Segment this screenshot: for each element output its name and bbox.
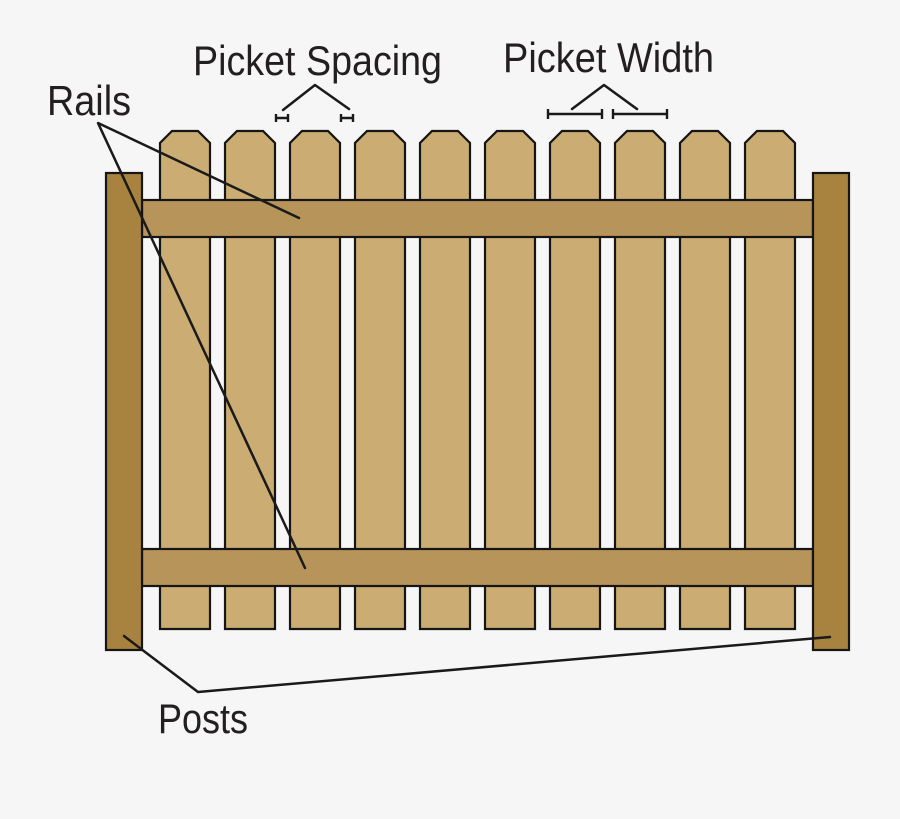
picket [353,129,407,631]
picket-width-pointer [570,83,639,111]
picket [743,129,797,631]
picket [613,129,667,631]
picket [288,129,342,631]
picket-width-dimension-right [611,109,669,119]
rails-label: Rails [47,77,131,124]
picket-spacing-dimension-right [339,114,355,122]
picket [678,129,732,631]
picket-width-label: Picket Width [503,34,714,81]
picket-spacing-label: Picket Spacing [193,37,442,84]
posts-label: Posts [158,695,248,742]
picket-spacing-dimension-left [274,114,290,122]
picket [418,129,472,631]
posts-leader-line [122,634,832,694]
top-rail [140,198,815,239]
rails-leader-line [96,121,307,570]
left-post [104,171,144,652]
right-post [811,171,851,652]
picket-width-dimension-left [546,109,604,119]
pickets [158,129,797,631]
picket [158,129,212,631]
picket [548,129,602,631]
picket-spacing-pointer [281,83,351,112]
picket [223,129,277,631]
picket [483,129,537,631]
bottom-rail [140,547,815,588]
